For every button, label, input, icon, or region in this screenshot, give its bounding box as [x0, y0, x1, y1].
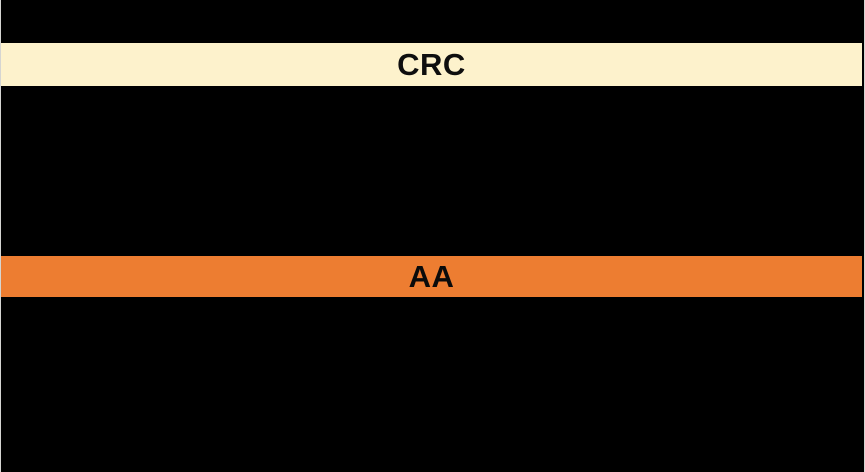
crc-section-header-band: CRC	[1, 43, 862, 86]
crc-section-label: CRC	[397, 47, 466, 82]
left-edge-border	[0, 0, 1, 472]
aa-section-header-band: AA	[1, 256, 862, 297]
aa-section-label: AA	[408, 259, 455, 294]
